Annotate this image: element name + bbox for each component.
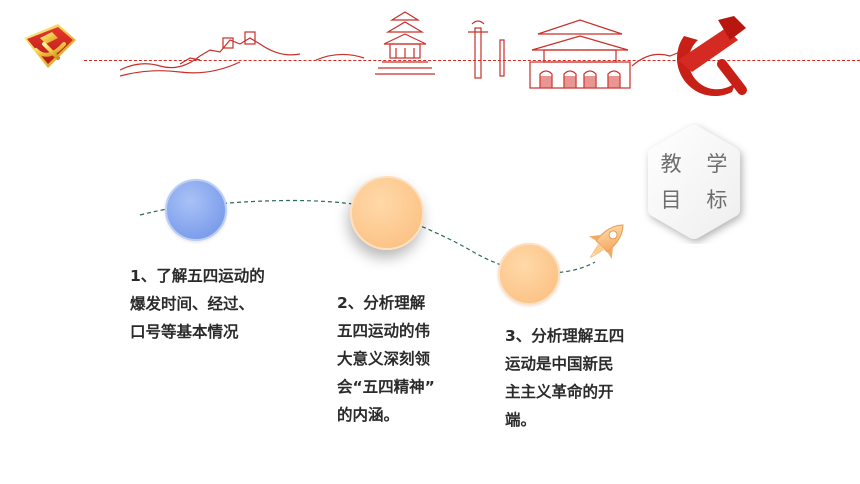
objective-3-line: 3、分析理解五四 [505,327,625,345]
objective-2-line: 2、分析理解 [337,294,426,312]
badge-text: 教 学 目 标 [636,120,752,244]
objective-2-marker [350,176,424,250]
objective-3-marker [498,243,560,305]
teaching-goals-badge: 教 学 目 标 [636,120,752,244]
objective-2-line: 的内涵。 [337,406,400,424]
badge-line-1: 教 学 [660,152,737,176]
objective-3-line: 运动是中国新民 [505,355,614,373]
objective-2-line: 五四运动的伟 [337,322,431,340]
objective-1-line: 口号等基本情况 [130,323,239,341]
objective-1-text: 1、了解五四运动的 爆发时间、经过、 口号等基本情况 [130,262,300,346]
objective-1-marker [165,179,227,241]
landmark-skyline-decoration [120,11,680,89]
party-emblem-large-icon [676,16,747,97]
objective-2-line: 会“五四精神” [337,378,435,396]
party-emblem-small-icon [24,24,76,68]
rocket-icon [589,224,624,259]
objective-2-text: 2、分析理解 五四运动的伟 大意义深刻领 会“五四精神” 的内涵。 [337,289,457,429]
objective-3-text: 3、分析理解五四 运动是中国新民 主主义革命的开 端。 [505,322,655,434]
header-band [0,0,860,110]
objective-2-line: 大意义深刻领 [337,350,431,368]
badge-line-2: 目 标 [660,188,737,212]
header-divider [84,60,860,61]
objective-3-line: 主主义革命的开 [505,383,614,401]
objective-1-line: 爆发时间、经过、 [130,295,255,313]
objective-1-line: 1、了解五四运动的 [130,267,265,285]
objective-3-line: 端。 [505,411,537,429]
